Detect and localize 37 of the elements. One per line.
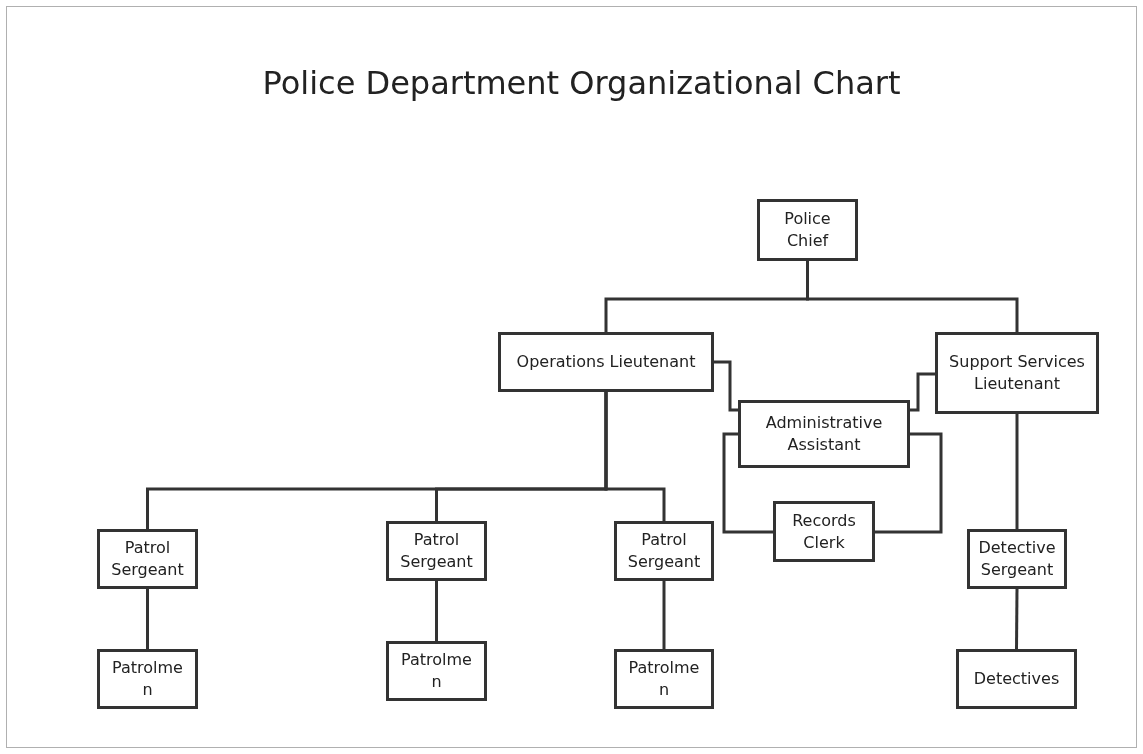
connector-line <box>146 589 149 649</box>
role-box <box>935 332 1099 414</box>
role-title: Administrative Assistant <box>764 412 884 456</box>
connector-line <box>714 360 738 412</box>
role-box <box>97 649 198 709</box>
role-box <box>386 521 487 581</box>
role-box <box>967 529 1067 589</box>
role-title: Patrol Sergeant <box>626 529 702 573</box>
role-box <box>386 641 487 701</box>
role-box <box>97 529 198 589</box>
connector-line <box>662 581 666 649</box>
connector-line <box>875 432 943 534</box>
role-box <box>498 332 714 392</box>
connector-line <box>722 432 773 534</box>
role-box <box>614 521 714 581</box>
chart-title: Police Department Organizational Chart <box>261 64 902 102</box>
role-title: Patrolmen <box>627 657 701 701</box>
role-title: Records Clerk <box>791 509 857 554</box>
connector-line <box>604 392 666 521</box>
role-box <box>773 501 875 562</box>
role-title: Patrolmen <box>111 657 184 701</box>
connector-line <box>1015 589 1019 649</box>
connector-line <box>435 581 438 641</box>
role-title: Patrolmen <box>400 649 473 693</box>
role-box <box>956 649 1077 709</box>
role-title: Support Services Lieutenant <box>948 351 1086 395</box>
role-title: Police Chief <box>783 208 832 252</box>
role-box <box>614 649 714 709</box>
role-box <box>757 199 858 261</box>
role-title: Operations Lieutenant <box>515 351 697 373</box>
connector-line <box>1015 414 1019 529</box>
role-title: Detective Sergeant <box>977 537 1057 581</box>
role-box <box>738 400 910 468</box>
role-title: Detectives <box>972 668 1061 690</box>
role-title: Patrol Sergeant <box>399 529 474 573</box>
role-title: Patrol Sergeant <box>110 537 185 581</box>
connector-line <box>910 372 935 412</box>
